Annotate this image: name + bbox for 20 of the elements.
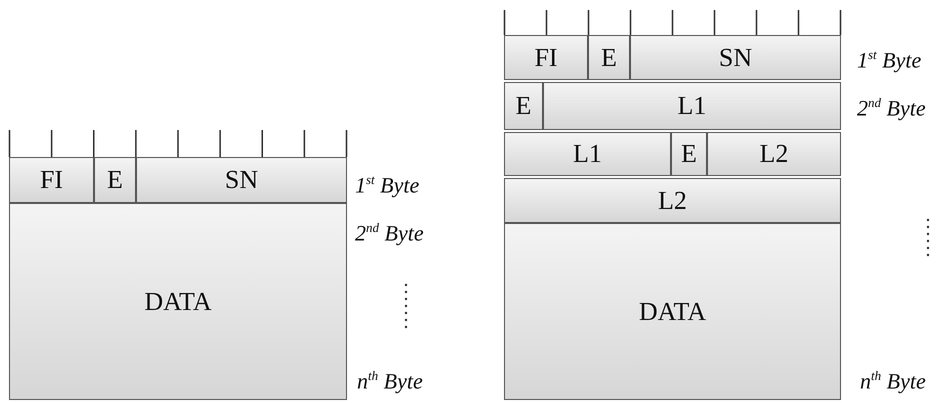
header-field: E	[588, 35, 630, 80]
payload-field: DATA	[9, 203, 347, 400]
header-field: SN	[136, 157, 347, 203]
header-field: L1	[543, 82, 841, 130]
byte-label: 1$^{st}$ Byte	[355, 173, 420, 196]
byte-label: 2$^{nd}$ Byte	[857, 96, 926, 120]
header-field: E	[671, 132, 707, 176]
header-field: E	[94, 157, 136, 203]
byte-label: 1$^{st}$ Byte	[857, 48, 922, 72]
byte-label: n$^{th}$ Byte	[860, 369, 926, 392]
header-field: L2	[504, 178, 841, 223]
payload-field: DATA	[504, 223, 841, 400]
header-field: FI	[9, 157, 94, 203]
header-field: E	[504, 82, 543, 130]
header-field: L2	[707, 132, 841, 176]
header-field: FI	[504, 35, 588, 80]
header-field: L1	[504, 132, 671, 176]
byte-label: 2$^{nd}$ Byte	[355, 221, 424, 244]
byte-label: n$^{th}$ Byte	[357, 369, 423, 392]
header-field: SN	[630, 35, 841, 80]
